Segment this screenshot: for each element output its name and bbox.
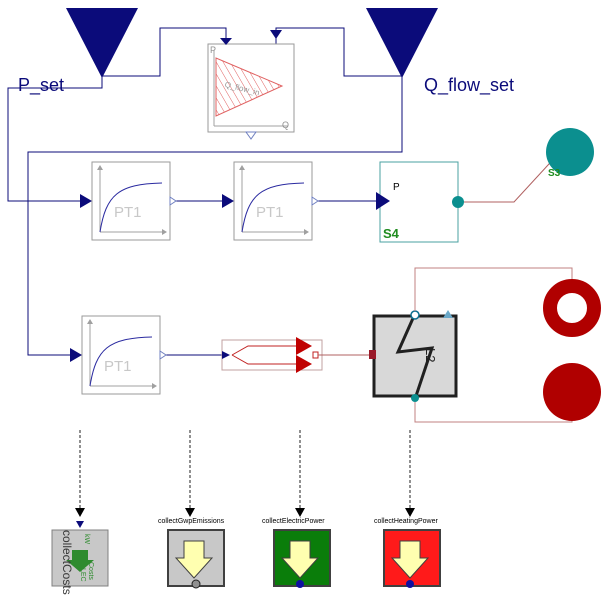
- collector-arrowheads: [75, 508, 415, 517]
- pt1-label-1: PT1: [114, 204, 142, 221]
- pt1-block-3[interactable]: [70, 315, 167, 395]
- q-flow-set-label: Q_flow_set: [424, 75, 515, 95]
- collect-gwp-title: collectGwpEmissions: [158, 518, 225, 525]
- pt1-block-1[interactable]: [80, 161, 177, 241]
- collector-connectors: [79, 430, 411, 512]
- electric-wire: [464, 151, 561, 203]
- collect-costs-costs: Costs: [87, 562, 94, 580]
- collect-heating-title: collectHeatingPower: [374, 518, 438, 525]
- q-flow-set-triangle[interactable]: [366, 8, 438, 78]
- heat-exchanger-l2[interactable]: [369, 310, 458, 402]
- table-p-label: P: [210, 45, 217, 55]
- p-set-label: P_set: [18, 75, 65, 95]
- collector-electric[interactable]: [273, 529, 331, 588]
- p-set-triangle[interactable]: [66, 8, 138, 78]
- collect-costs-title: collectCosts: [60, 530, 74, 595]
- signal-wires: [7, 27, 403, 356]
- l2-label: L2: [423, 348, 438, 363]
- collect-costs-kw: kW: [83, 534, 90, 545]
- table-q-label: Q: [282, 120, 290, 130]
- pt1-label-2: PT1: [256, 204, 284, 221]
- grid-terminal-s3[interactable]: [546, 128, 594, 176]
- s4-name-label: S4: [383, 226, 399, 241]
- p-set-input[interactable]: [66, 8, 138, 78]
- collector-costs[interactable]: [51, 521, 109, 587]
- electric-source-s4[interactable]: [376, 161, 464, 243]
- pt1-block-2[interactable]: [222, 161, 319, 241]
- collector-heating[interactable]: [383, 529, 441, 588]
- heat-port-supply[interactable]: [543, 279, 601, 337]
- heat-port-return[interactable]: [543, 363, 601, 421]
- q-flow-set-input[interactable]: [366, 8, 438, 78]
- table-block[interactable]: [207, 30, 295, 140]
- collector-gwp[interactable]: [167, 529, 225, 589]
- s4-port-label: P: [393, 182, 400, 193]
- collect-costs-lec: LEC: [79, 568, 86, 582]
- gain-block[interactable]: [221, 337, 323, 373]
- pt1-label-3: PT1: [104, 358, 132, 375]
- s3-label: S3: [548, 168, 561, 179]
- collect-electric-title: collectElectricPower: [262, 518, 325, 525]
